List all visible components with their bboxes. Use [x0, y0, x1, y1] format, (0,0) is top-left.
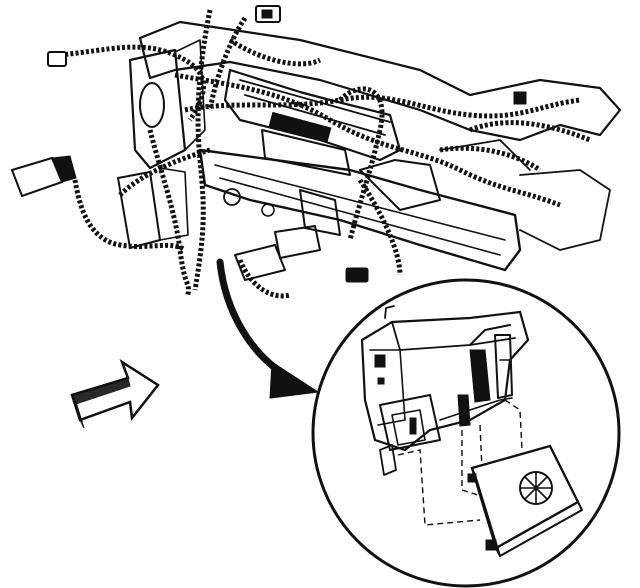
alignment-lines — [397, 399, 523, 526]
wiring-harness — [59, 9, 591, 299]
harness-connector-right — [345, 91, 527, 283]
harness-connector-left — [10, 155, 77, 198]
control-module — [467, 444, 583, 557]
harness-connector-top — [255, 5, 281, 23]
detail-view — [311, 278, 621, 588]
harness-connector-top-left — [47, 51, 67, 67]
instrument-panel-carrier — [117, 20, 622, 281]
curved-callout-arrow — [216, 258, 320, 399]
view-direction-arrow — [70, 358, 160, 429]
mounting-bracket — [360, 305, 530, 476]
